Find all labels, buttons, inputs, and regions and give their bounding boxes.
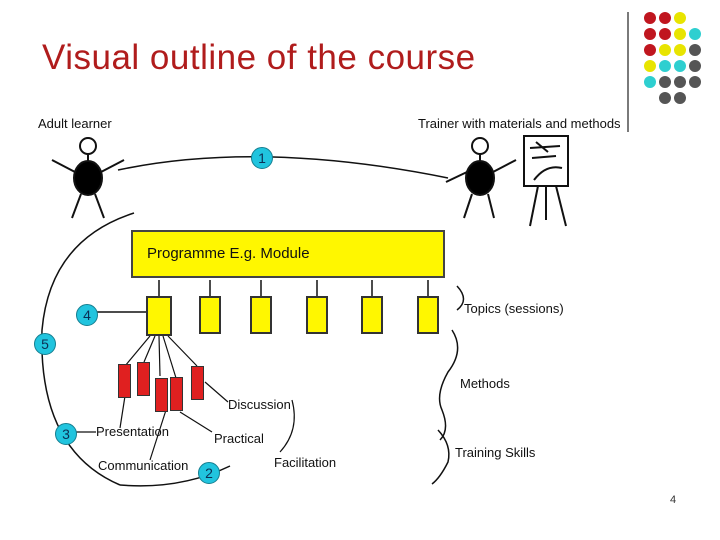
decor-dot [689,28,701,40]
topic-box [306,296,328,334]
decor-dot [689,60,701,72]
practical-label: Practical [214,431,264,446]
learner-figure-icon [51,137,125,219]
decor-dot [644,76,656,88]
discussion-label: Discussion [228,397,291,412]
decor-dot [659,12,671,24]
decor-dot [674,60,686,72]
page-number: 4 [670,494,677,506]
methods-label: Methods [460,376,510,391]
topic-box [361,296,383,334]
badge-2: 2 [198,462,220,484]
badge-3: 3 [55,423,77,445]
activity-box [155,378,168,412]
trainer-label: Trainer with materials and methods [418,116,621,131]
training-skills-label: Training Skills [455,445,536,460]
adult-learner-label: Adult learner [38,116,112,131]
decor-dot [659,76,671,88]
decor-dot [659,92,671,104]
decor-dot [644,28,656,40]
decor-dot [659,60,671,72]
decor-dot [644,12,656,24]
topics-label: Topics (sessions) [464,301,564,316]
presentation-label: Presentation [96,424,169,439]
activity-box [118,364,131,398]
decor-dot [659,44,671,56]
communication-label: Communication [98,458,189,473]
facilitation-label: Facilitation [274,455,337,470]
decor-dot [644,60,656,72]
activity-box [191,366,204,400]
activity-box [137,362,150,396]
module-label: Programme E.g. Module [147,245,310,262]
decor-dot [689,76,701,88]
trainer-figure-icon [445,137,517,219]
topic-box [146,296,172,336]
topic-box [250,296,272,334]
decor-dot [644,44,656,56]
programme-module-box: Programme E.g. Module [131,230,445,278]
decor-dot [674,92,686,104]
decor-dot [659,28,671,40]
decor-dot [689,44,701,56]
badge-5: 5 [34,333,56,355]
badge-4: 4 [76,304,98,326]
topic-box [417,296,439,334]
badge-1: 1 [251,147,273,169]
slide-title: Visual outline of the course [42,38,476,77]
decor-dot [674,28,686,40]
activity-box [170,377,183,411]
title-divider [627,12,629,132]
decorative-dot-grid [640,10,716,114]
decor-dot [674,44,686,56]
decor-dot [674,76,686,88]
flipchart-icon [523,135,569,227]
decor-dot [674,12,686,24]
topic-box [199,296,221,334]
